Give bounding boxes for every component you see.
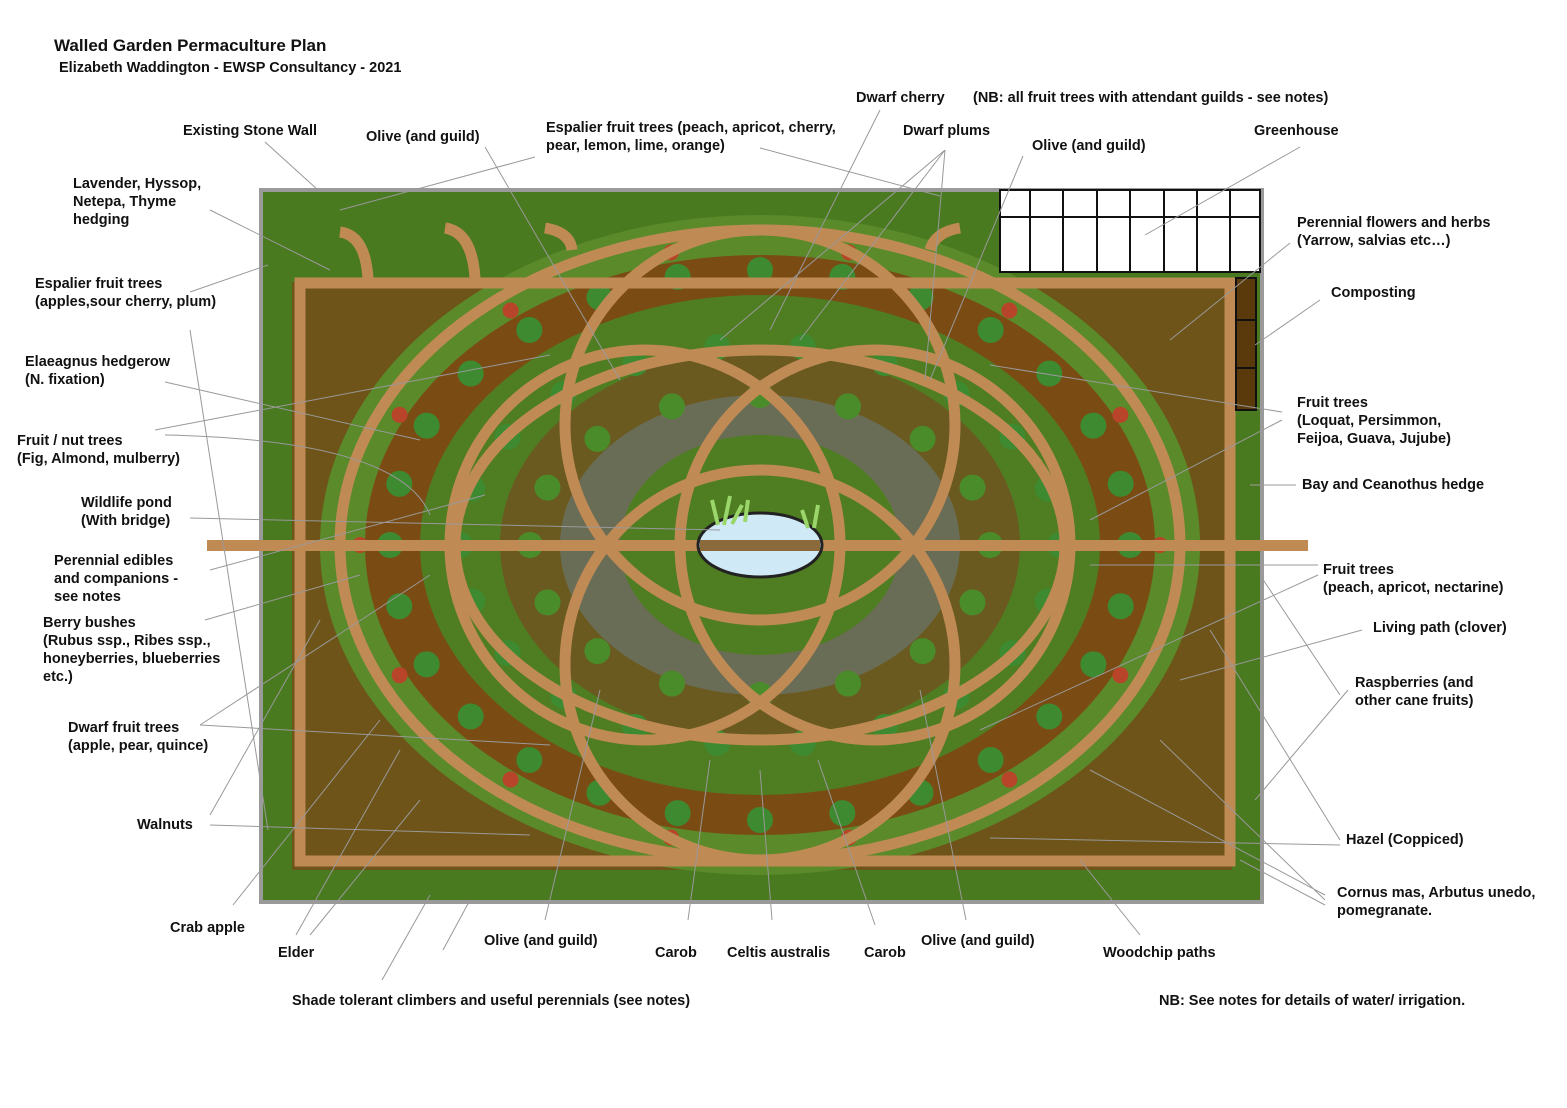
label-espalier-left: Espalier fruit trees (apples,sour cherry…	[35, 276, 217, 310]
label-olive-bottom-left: Olive (and guild)	[484, 933, 598, 949]
tree-marker	[534, 589, 561, 616]
tree-marker	[664, 800, 691, 827]
label-greenhouse: Greenhouse	[1254, 123, 1339, 139]
label-woodchip-paths: Woodchip paths	[1103, 945, 1216, 961]
label-raspberries: Raspberries (and other cane fruits)	[1355, 675, 1474, 709]
tree-marker	[457, 703, 484, 730]
tree-marker	[391, 667, 408, 684]
tree-marker	[1112, 406, 1129, 423]
label-perennial-edibles: Perennial edibles and companions - see n…	[54, 553, 179, 605]
tree-marker	[959, 589, 986, 616]
label-fruit-nut-trees: Fruit / nut trees (Fig, Almond, mulberry…	[17, 433, 180, 467]
label-olive-bottom-right: Olive (and guild)	[921, 933, 1035, 949]
label-carob-left: Carob	[655, 945, 697, 961]
label-walnuts: Walnuts	[137, 817, 193, 833]
label-existing-stone-wall: Existing Stone Wall	[183, 123, 318, 139]
label-fruit-trees-peach: Fruit trees (peach, apricot, nectarine)	[1323, 562, 1504, 596]
label-elaeagnus: Elaeagnus hedgerow (N. fixation)	[25, 354, 171, 388]
tree-marker	[413, 412, 440, 439]
tree-marker	[959, 474, 986, 501]
tree-marker	[516, 747, 543, 774]
tree-marker	[584, 425, 611, 452]
tree-marker	[391, 406, 408, 423]
tree-marker	[457, 360, 484, 387]
label-espalier-top: Espalier fruit trees (peach, apricot, ch…	[546, 120, 836, 154]
label-fruit-trees-loquat: Fruit trees (Loquat, Persimmon, Feijoa, …	[1297, 395, 1451, 447]
label-hazel: Hazel (Coppiced)	[1346, 832, 1464, 848]
label-dwarf-fruit-trees: Dwarf fruit trees (apple, pear, quince)	[68, 720, 209, 754]
tree-marker	[658, 393, 685, 420]
tree-marker	[1107, 470, 1134, 497]
label-lavender-hedging: Lavender, Hyssop, Netepa, Thyme hedging	[73, 176, 202, 228]
composting-bays	[1235, 277, 1257, 411]
tree-marker	[1036, 360, 1063, 387]
tree-marker	[1001, 771, 1018, 788]
tree-marker	[909, 425, 936, 452]
tree-marker	[502, 771, 519, 788]
tree-marker	[502, 302, 519, 319]
label-nb-water: NB: See notes for details of water/ irri…	[1159, 993, 1466, 1009]
pond-reeds	[710, 495, 820, 529]
label-olive-top-right: Olive (and guild)	[1032, 138, 1146, 154]
label-berry-bushes: Berry bushes (Rubus ssp., Ribes ssp., ho…	[43, 615, 221, 685]
plan-subtitle: Elizabeth Waddington - EWSP Consultancy …	[59, 60, 402, 76]
tree-marker	[835, 393, 862, 420]
label-crab-apple: Crab apple	[170, 920, 245, 936]
tree-marker	[835, 670, 862, 697]
label-perennial-flowers: Perennial flowers and herbs (Yarrow, sal…	[1297, 215, 1491, 249]
label-bay-hedge: Bay and Ceanothus hedge	[1302, 477, 1485, 493]
tree-marker	[1107, 593, 1134, 620]
tree-marker	[516, 316, 543, 343]
plan-title: Walled Garden Permaculture Plan	[54, 36, 327, 55]
tree-marker	[386, 593, 413, 620]
label-composting: Composting	[1331, 285, 1416, 301]
tree-marker	[747, 807, 773, 833]
label-cornus: Cornus mas, Arbutus unedo, pomegranate.	[1337, 885, 1536, 919]
tree-marker	[1036, 703, 1063, 730]
pond-bridge	[700, 540, 820, 551]
label-living-path: Living path (clover)	[1373, 620, 1507, 636]
tree-marker	[658, 670, 685, 697]
leader-lines	[154, 109, 1363, 981]
tree-marker	[534, 474, 561, 501]
label-olive-top: Olive (and guild)	[366, 129, 480, 145]
tree-marker	[1001, 302, 1018, 319]
tree-marker	[977, 316, 1004, 343]
tree-marker	[909, 638, 936, 665]
label-dwarf-plums: Dwarf plums	[903, 123, 991, 139]
label-nb-fruit-trees: (NB: all fruit trees with attendant guil…	[973, 90, 1329, 106]
tree-marker	[1080, 412, 1107, 439]
tree-marker	[413, 651, 440, 678]
greenhouse	[999, 189, 1261, 273]
label-elder: Elder	[278, 945, 315, 961]
tree-marker	[747, 257, 773, 283]
label-carob-right: Carob	[864, 945, 906, 961]
tree-marker	[977, 747, 1004, 774]
tree-marker	[584, 638, 611, 665]
label-shade-climbers: Shade tolerant climbers and useful peren…	[292, 993, 691, 1009]
tree-marker	[829, 800, 856, 827]
label-dwarf-cherry: Dwarf cherry	[856, 90, 945, 106]
label-celtis: Celtis australis	[727, 945, 831, 961]
tree-marker	[386, 470, 413, 497]
tree-marker	[1080, 651, 1107, 678]
tree-marker	[1112, 667, 1129, 684]
label-wildlife-pond: Wildlife pond (With bridge)	[81, 495, 172, 529]
